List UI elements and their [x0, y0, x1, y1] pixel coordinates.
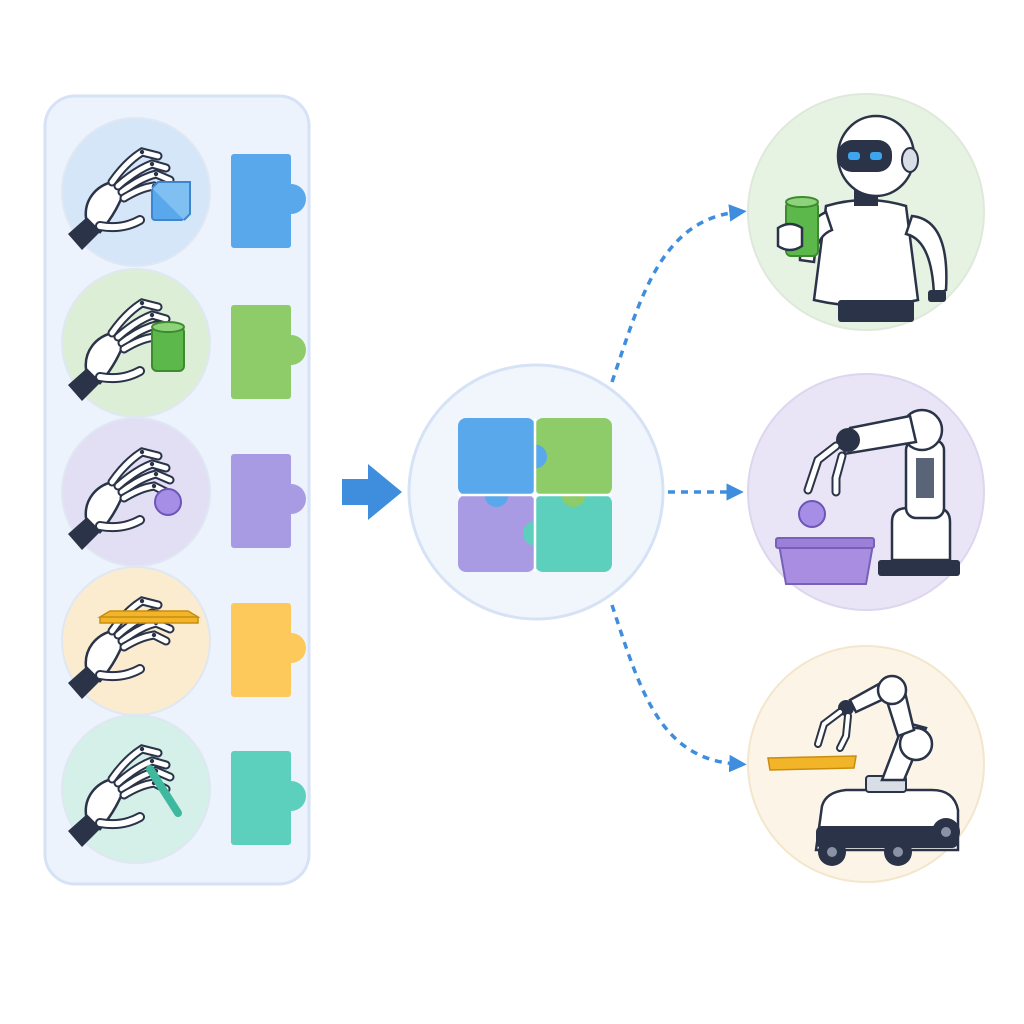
robot-hand-icon: [68, 147, 175, 250]
puzzle-piece-icon: [231, 603, 306, 697]
skill-rows: [61, 117, 306, 864]
robot-hand-icon: [68, 744, 175, 847]
humanoid-robot-icon: [747, 93, 985, 331]
plate-icon: [97, 610, 201, 624]
stick-icon: [146, 765, 182, 817]
mobile-manipulator-icon: [747, 645, 985, 883]
compose-arrow-icon: [342, 464, 402, 520]
skill-row: [61, 566, 306, 716]
ball-icon: [154, 488, 182, 516]
combined-skills: [407, 363, 665, 621]
puzzle-piece-icon: [231, 454, 306, 548]
puzzle-piece-icon: [231, 751, 306, 845]
cylinder-icon: [151, 321, 185, 372]
plate-icon: [767, 755, 857, 771]
puzzle-piece-icon: [231, 305, 306, 399]
ball-icon: [798, 500, 826, 528]
transfer-arrow-humanoid: [610, 204, 747, 383]
robot-hand-icon: [68, 447, 175, 550]
skill-row: [61, 417, 306, 567]
assembled-puzzle-icon: [458, 418, 612, 572]
skill-row: [61, 714, 306, 864]
robot-arm-icon: [747, 373, 985, 611]
cube-icon: [151, 181, 191, 221]
skill-row: [61, 117, 306, 267]
transfer-arrow-mobile: [610, 604, 747, 773]
puzzle-piece-icon: [231, 154, 306, 248]
skill-row: [61, 268, 306, 418]
